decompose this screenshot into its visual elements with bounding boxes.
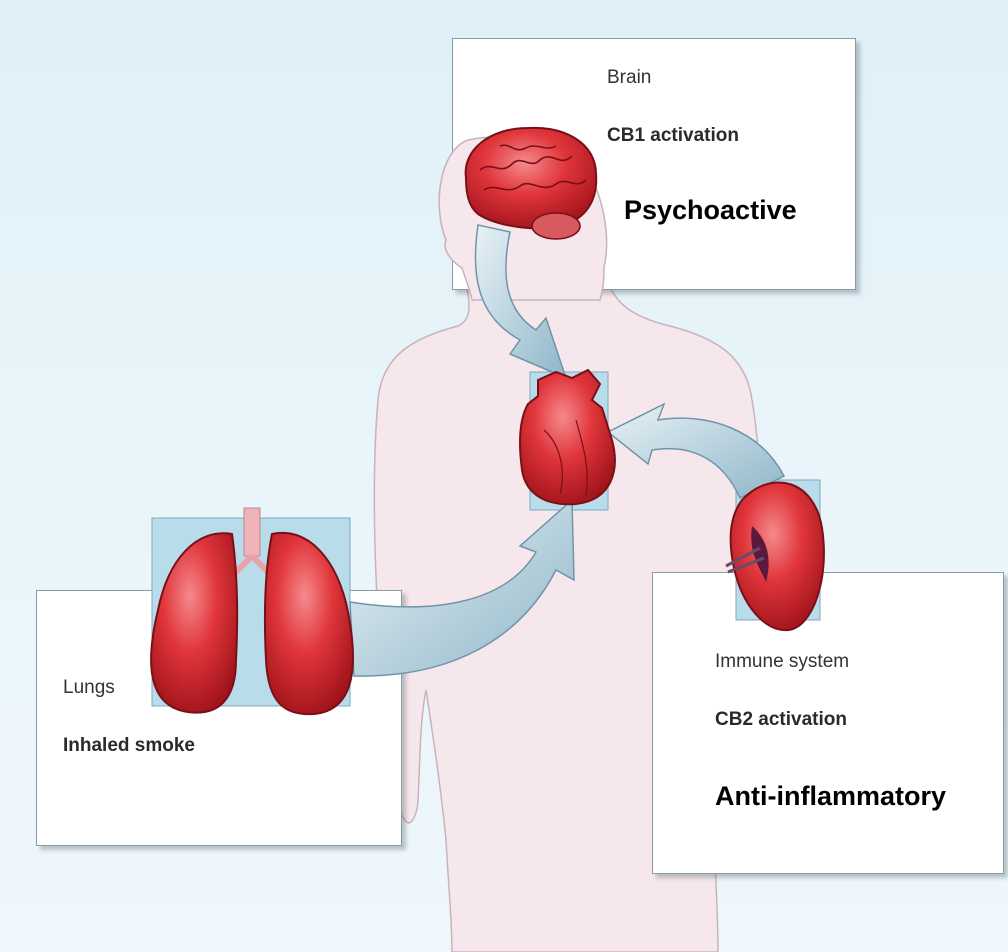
brain-label: Brain — [607, 67, 651, 89]
anti-inflammatory-label: Anti-inflammatory — [715, 781, 946, 812]
cb2-activation-label: CB2 activation — [715, 709, 847, 731]
psychoactive-label: Psychoactive — [624, 195, 797, 226]
immune-system-label: Immune system — [715, 651, 849, 673]
immune-panel: Immune system CB2 activation Anti-inflam… — [652, 572, 1004, 874]
lungs-panel: Lungs Inhaled smoke — [36, 590, 402, 846]
lungs-label: Lungs — [63, 677, 115, 699]
inhaled-smoke-label: Inhaled smoke — [63, 735, 195, 757]
brain-panel: Brain CB1 activation Psychoactive — [452, 38, 856, 290]
cb1-activation-label: CB1 activation — [607, 125, 739, 147]
